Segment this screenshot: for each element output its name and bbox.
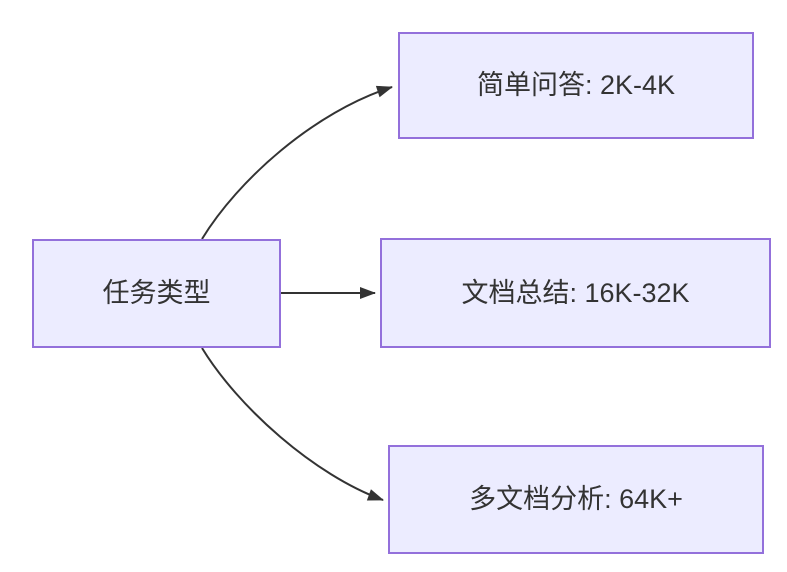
node-task-type-label: 任务类型	[102, 278, 211, 309]
edge-root-to-multi-doc	[201, 347, 384, 501]
node-multi-doc-analysis-label: 多文档分析: 64K+	[469, 484, 683, 515]
edge-root-to-simple-qa	[201, 85, 393, 240]
node-simple-qa: 简单问答: 2K-4K	[398, 32, 754, 139]
node-multi-doc-analysis: 多文档分析: 64K+	[388, 445, 764, 554]
node-simple-qa-label: 简单问答: 2K-4K	[476, 70, 676, 101]
node-doc-summary: 文档总结: 16K-32K	[380, 238, 771, 348]
node-task-type: 任务类型	[32, 239, 281, 348]
node-doc-summary-label: 文档总结: 16K-32K	[461, 277, 690, 308]
